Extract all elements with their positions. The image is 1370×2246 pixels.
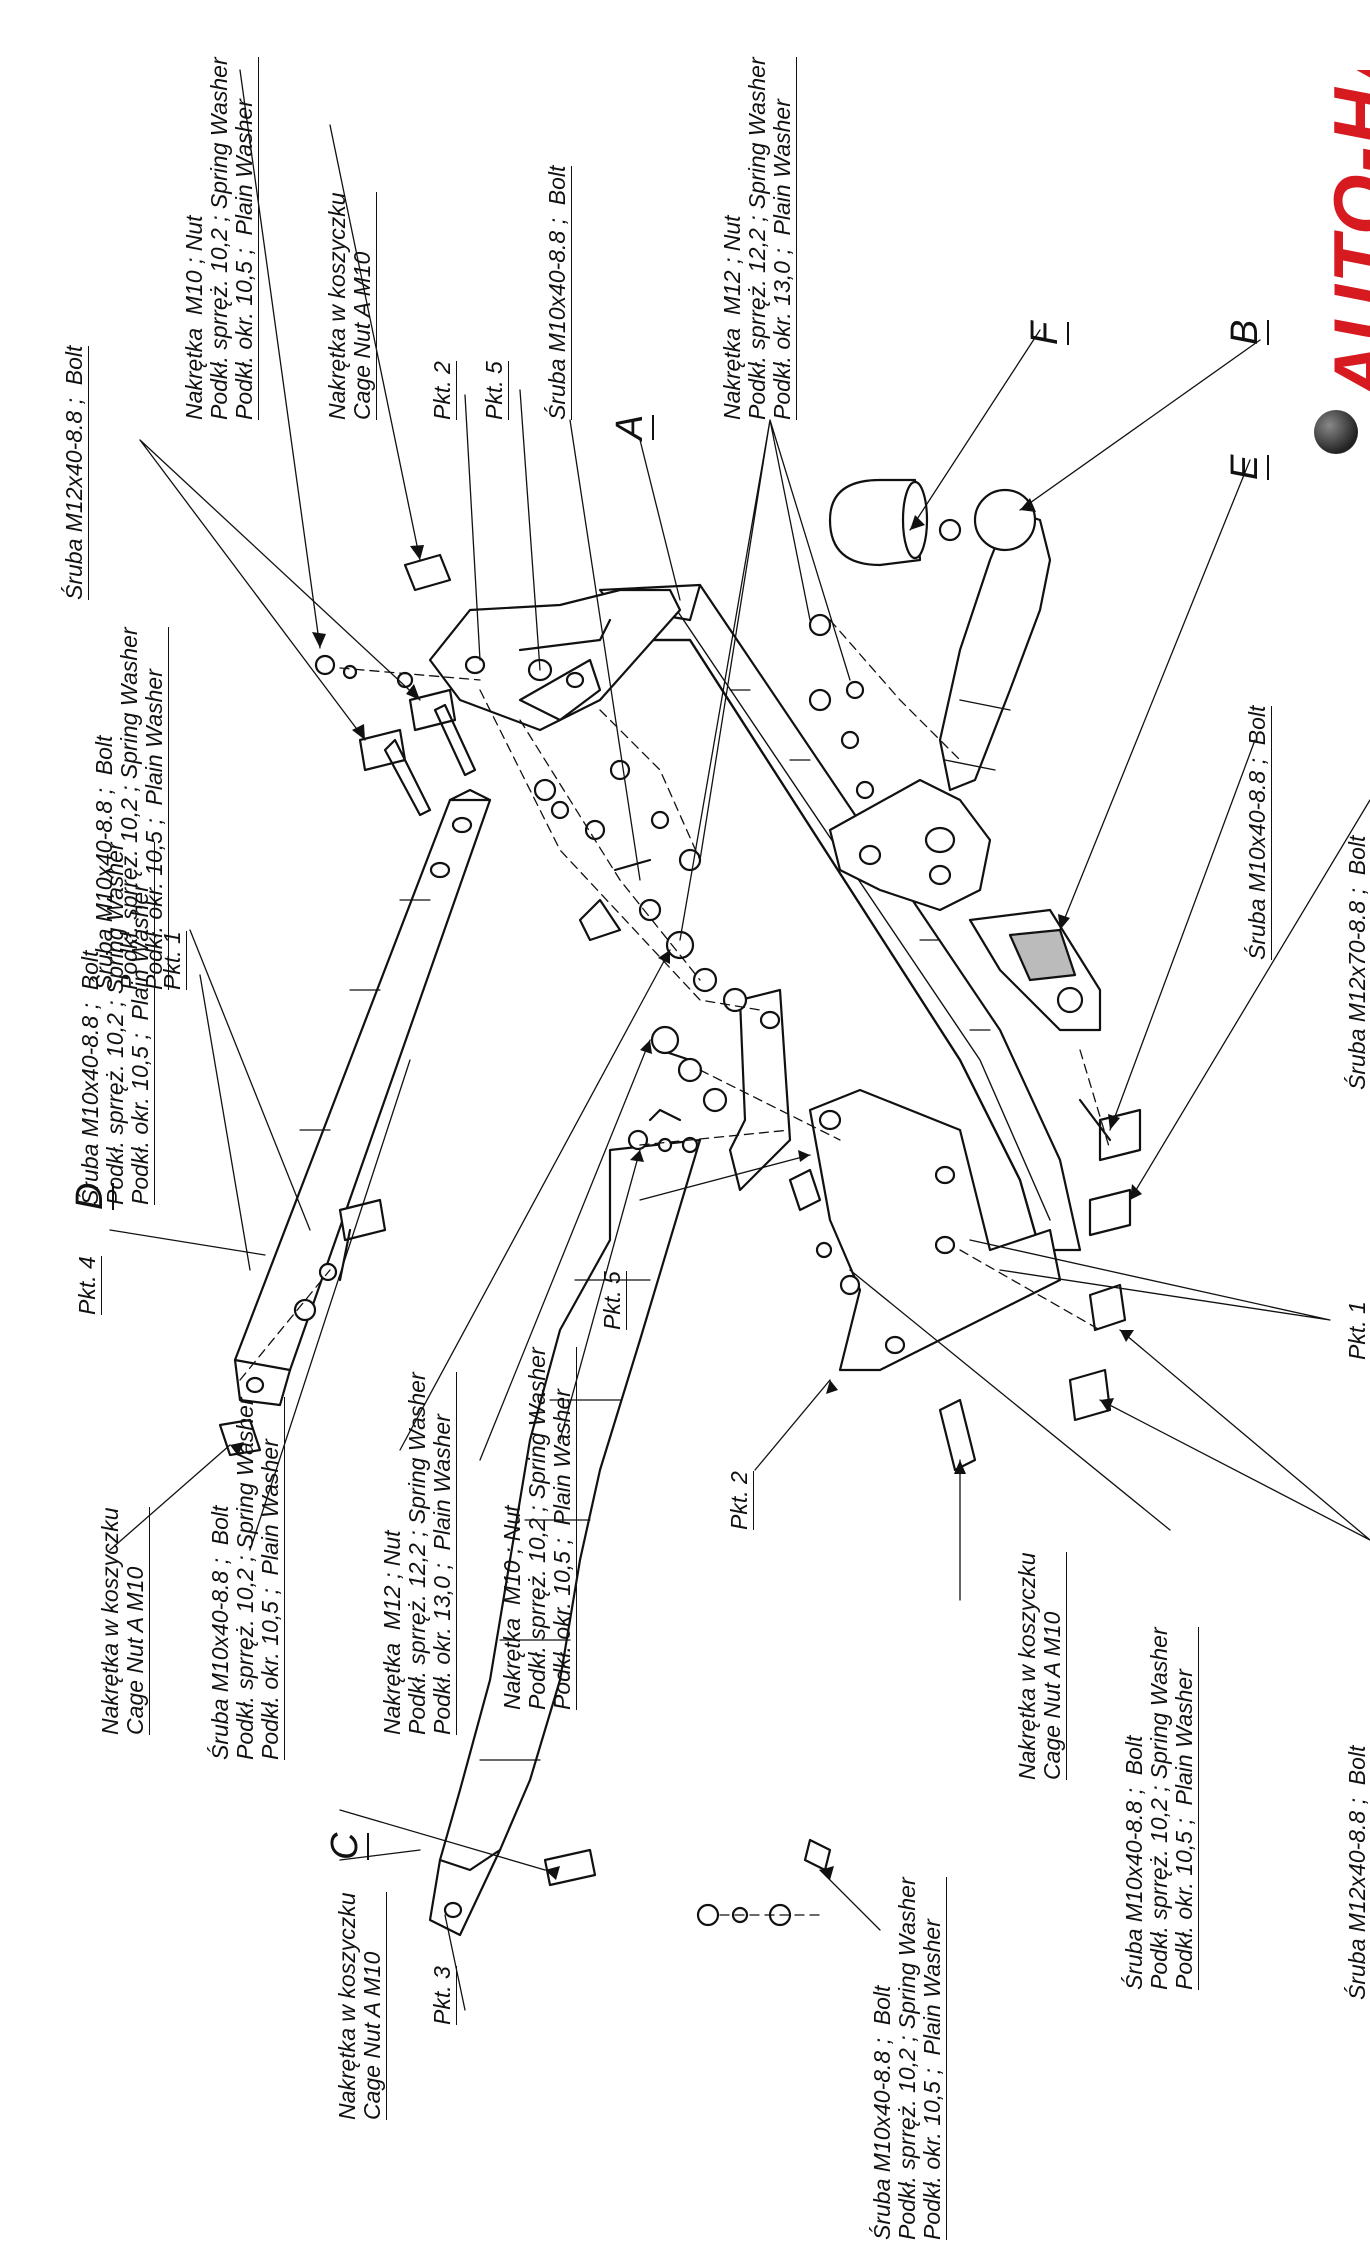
socket-plate-e (968, 908, 1102, 1032)
label-pkt5-top: Pkt. 5 (481, 361, 509, 420)
label-pkt3: Pkt. 3 (429, 1966, 457, 2025)
label-pkt4: Pkt. 4 (74, 1256, 102, 1315)
label-pkt1-right: Pkt. 1 (1344, 1301, 1370, 1360)
brand-logo: AUTO-HAK (1310, 70, 1370, 500)
label-bolt-m12x70-right: Śruba M12x70-8.8 ; Bolt (1344, 835, 1370, 1090)
label-pkt5-mid: Pkt. 5 (599, 1271, 627, 1330)
tow-ball-flange (828, 778, 992, 912)
part-label-a: A (609, 414, 654, 440)
brand-logo-dot (1314, 410, 1358, 454)
label-pkt2-top: Pkt. 2 (429, 361, 457, 420)
part-label-e: E (1224, 454, 1269, 480)
label-bolt-m10x40-top: Śruba M10x40-8.8 ; Bolt (544, 165, 572, 420)
side-bar-d (233, 788, 492, 1407)
brand-logo-text: AUTO-HAK (1317, 70, 1370, 400)
leader-lines (109, 69, 1370, 2011)
ball-cap-f (828, 478, 962, 567)
right-bracket-plate (728, 988, 1062, 1372)
label-bolt-m10x40-right-col: Śruba M10x40-8.8 ; Bolt (1244, 705, 1272, 960)
arrowheads (230, 498, 1142, 1880)
part-label-b: B (1224, 319, 1269, 345)
tow-ball-b (938, 488, 1052, 792)
part-label-f: F (1024, 321, 1069, 345)
nuts-and-washers (293, 613, 875, 1927)
part-label-c: C (324, 1832, 369, 1860)
label-bolt-m12x40-right: Śruba M12x40-8.8 ; Bolt (1344, 1745, 1370, 2000)
assembly-dash-lines (239, 619, 1111, 1916)
label-pkt2-mid: Pkt. 2 (726, 1471, 754, 1530)
upper-left-bracket (428, 588, 682, 732)
cage-nuts (218, 553, 977, 1887)
side-bar-c (428, 1138, 702, 1937)
label-bolt-m12x40-top: Śruba M12x40-8.8 ; Bolt (61, 345, 89, 600)
